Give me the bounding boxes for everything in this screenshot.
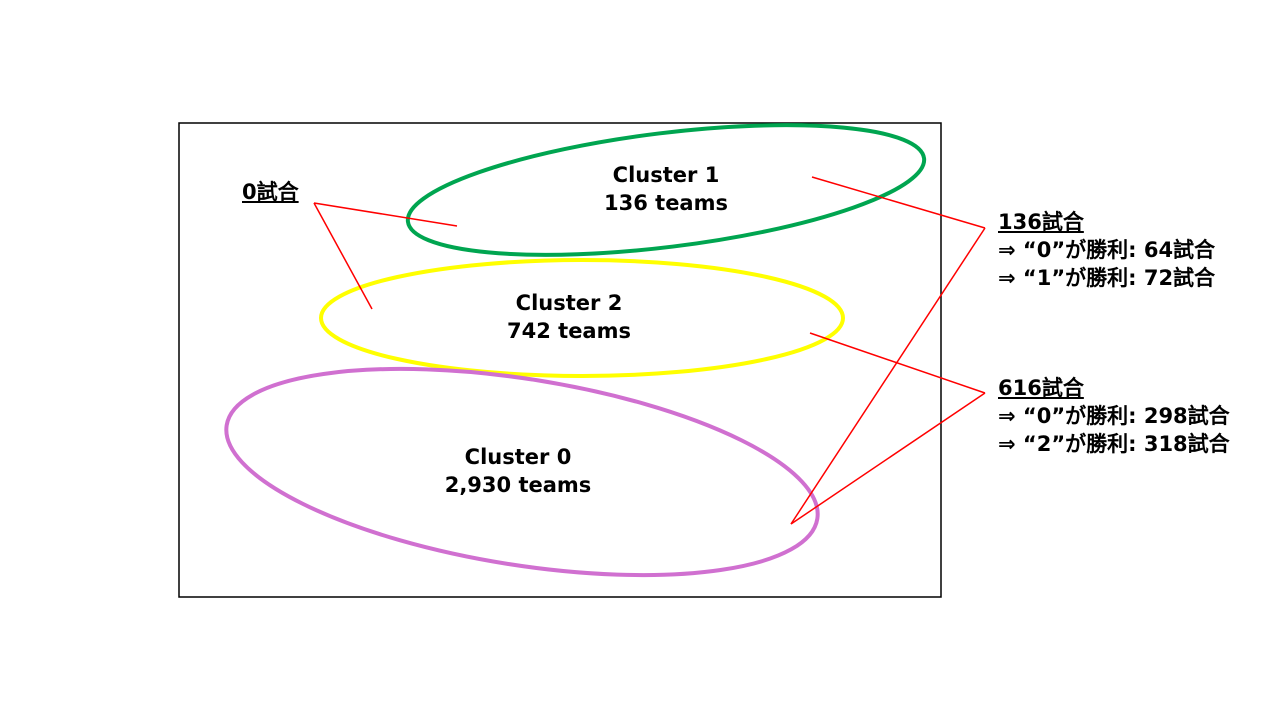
connector-136-to-cluster-1 [811, 176, 986, 229]
connector-616-to-cluster-0 [790, 392, 986, 525]
annotation-616-line-2: ⇒ “2”が勝利: 318試合 [998, 432, 1230, 456]
cluster-2-name: Cluster 2 [515, 291, 623, 315]
connector-616-to-cluster-2 [809, 332, 986, 394]
cluster-2-count: 742 teams [507, 319, 631, 343]
annotation-136-line-1: ⇒ “0”が勝利: 64試合 [998, 238, 1216, 262]
annotation-616-line-1: ⇒ “0”が勝利: 298試合 [998, 404, 1230, 428]
connector-zero-to-cluster-1 [313, 202, 458, 227]
annotation-136: 136試合 ⇒ “0”が勝利: 64試合 ⇒ “1”が勝利: 72試合 [998, 208, 1215, 292]
connector-zero-to-cluster-2 [313, 202, 373, 310]
cluster-0-name: Cluster 0 [464, 445, 572, 469]
annotation-616-title: 616試合 [998, 376, 1084, 400]
cluster-1-name: Cluster 1 [612, 163, 720, 187]
annotation-616: 616試合 ⇒ “0”が勝利: 298試合 ⇒ “2”が勝利: 318試合 [998, 374, 1230, 458]
cluster-1-count: 136 teams [604, 191, 728, 215]
cluster-2-ellipse [319, 258, 845, 378]
cluster-0-count: 2,930 teams [444, 473, 592, 497]
annotation-zero-title: 0試合 [242, 180, 299, 204]
cluster-1-ellipse [405, 123, 927, 257]
frame-rect [178, 122, 942, 598]
annotation-136-line-2: ⇒ “1”が勝利: 72試合 [998, 266, 1216, 290]
cluster-0-label: Cluster 0 2,930 teams [445, 443, 592, 499]
annotation-136-title: 136試合 [998, 210, 1084, 234]
cluster-2-label: Cluster 2 742 teams [507, 289, 631, 345]
cluster-0-ellipse [224, 366, 820, 578]
connector-136-to-cluster-0 [790, 227, 986, 525]
cluster-1-label: Cluster 1 136 teams [604, 161, 728, 217]
